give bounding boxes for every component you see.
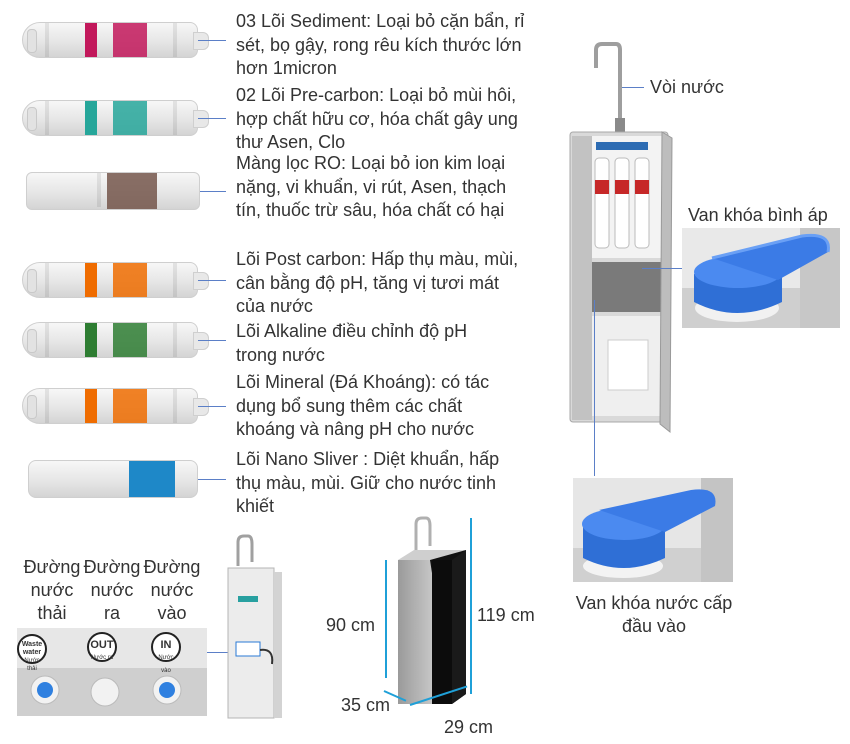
faucet-icon xyxy=(594,42,622,118)
faucet-label: Vòi nước xyxy=(650,77,724,97)
alkaline-filter-description: Lõi Alkaline điều chỉnh độ pH trong nước xyxy=(236,321,468,365)
inlet-valve-photo xyxy=(573,478,733,582)
filter-color-band xyxy=(85,263,97,297)
pre-carbon-filter-description: 02 Lõi Pre-carbon: Loại bỏ mùi hôi, hợp … xyxy=(236,85,518,152)
water-out-port-label: Đường nước ra xyxy=(83,557,141,623)
machine-interior-illustration xyxy=(569,42,673,434)
filter-color-band xyxy=(85,101,97,135)
ro-membrane-image xyxy=(26,172,200,210)
sediment-filter-image xyxy=(22,22,209,58)
machine-dimensions-diagram xyxy=(398,516,466,704)
filter-color-band xyxy=(85,323,97,357)
nano-silver-filter-description: Lõi Nano Sliver : Diệt khuẩn, hấp thụ mà… xyxy=(236,449,500,516)
post-carbon-filter-description: Lõi Post carbon: Hấp thụ màu, mùi, cân b… xyxy=(236,249,519,316)
tank-valve-label: Van khóa bình áp xyxy=(688,205,828,225)
alkaline-filter-image xyxy=(22,322,209,358)
tank-valve-photo xyxy=(682,228,840,328)
water-out-port-icon: OUT Nước ra xyxy=(87,632,117,662)
post-carbon-filter-image xyxy=(22,262,209,298)
filter-color-band xyxy=(129,461,175,497)
waste-water-port-icon: Waste water Nước thải xyxy=(17,634,47,672)
dimension-depth: 35 cm xyxy=(341,695,391,715)
filter-color-band xyxy=(85,23,97,57)
sediment-filter-description: 03 Lõi Sediment: Loại bỏ cặn bẩn, rỉ sét… xyxy=(236,11,525,78)
nano-silver-filter-image xyxy=(28,460,198,498)
water-in-port-icon: IN Nước vào xyxy=(151,632,181,674)
pre-carbon-filter-image xyxy=(22,100,209,136)
filter-color-band xyxy=(85,389,97,423)
dimension-width: 29 cm xyxy=(444,717,494,737)
ro-membrane-description: Màng lọc RO: Loại bỏ ion kim loại nặng, … xyxy=(236,153,507,220)
ports-photo: Waste water Nước thải OUT Nước ra IN Nướ… xyxy=(17,628,207,716)
mineral-filter-image xyxy=(22,388,209,424)
dimension-total-height: 119 cm xyxy=(477,605,535,625)
waste-water-port-label: Đường nước thải xyxy=(23,557,81,623)
dimension-height: 90 cm xyxy=(326,615,376,635)
filter-color-band xyxy=(107,173,157,209)
water-in-port-label: Đường nước vào xyxy=(143,557,201,623)
mineral-filter-description: Lõi Mineral (Đá Khoáng): có tác dụng bổ … xyxy=(236,372,490,439)
inlet-valve-label: Van khóa nước cấp đầu vào xyxy=(575,593,733,636)
machine-side-view xyxy=(227,534,282,719)
